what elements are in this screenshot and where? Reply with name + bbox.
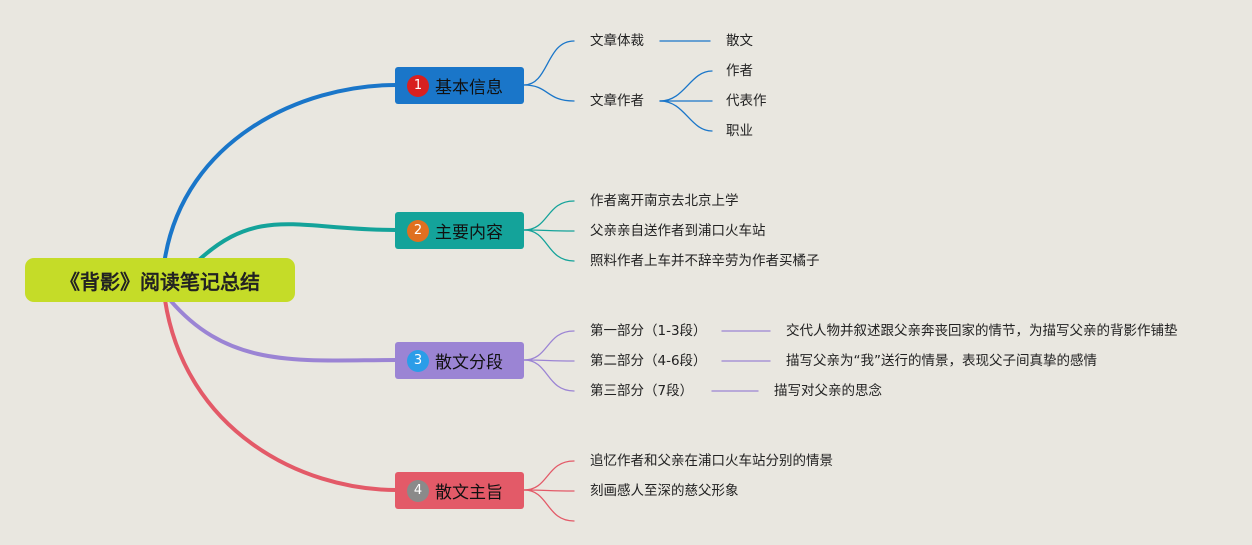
root-to-branch-1-line [163, 83, 398, 260]
branch-number-badge-icon: 1 [407, 74, 429, 97]
branch-1-author-detail-3[interactable]: 职业 [726, 123, 753, 139]
branch-2-item-3[interactable]: 照料作者上车并不辞辛劳为作者买橘子 [590, 253, 820, 269]
branch-3-item-2[interactable]: 第二部分（4-6段） [590, 353, 707, 369]
branch-3-detail-2[interactable]: 描写父亲为“我”送行的情景，表现父子间真挚的感情 [786, 353, 1097, 369]
branch-1-child-1-line [523, 40, 575, 86]
branch-2-child-3-line [523, 229, 575, 262]
branch-1-item-1[interactable]: 文章体裁 [590, 33, 644, 49]
branch-4-item-2[interactable]: 刻画感人至深的慈父形象 [590, 483, 739, 499]
branch-label: 散文分段 [435, 353, 503, 373]
branch-3-detail-3[interactable]: 描写对父亲的思念 [774, 383, 882, 399]
root-topic[interactable]: 《背影》阅读笔记总结 [25, 258, 295, 302]
branch-4-child-1-line [523, 460, 575, 491]
branch-1-author-detail-line-1 [659, 70, 713, 102]
branch-2-child-1-line [523, 200, 575, 231]
branch-1-author-detail-line-3 [659, 100, 713, 132]
branch-4[interactable]: 4 散文主旨 [395, 472, 524, 509]
branch-2[interactable]: 2 主要内容 [395, 212, 524, 249]
branch-3-child-1-line [523, 330, 575, 361]
branch-number-badge-icon: 4 [407, 479, 429, 502]
branch-2-item-1[interactable]: 作者离开南京去北京上学 [590, 193, 739, 209]
branch-1-child-2-line [523, 84, 575, 102]
branch-number-badge-icon: 2 [407, 219, 429, 242]
branch-3-detail-1[interactable]: 交代人物并叙述跟父亲奔丧回家的情节，为描写父亲的背影作铺垫 [786, 323, 1178, 339]
branch-1-author-detail-1[interactable]: 作者 [726, 63, 753, 79]
branch-2-item-2[interactable]: 父亲亲自送作者到浦口火车站 [590, 223, 766, 239]
branch-label: 基本信息 [435, 78, 503, 98]
branch-3-item-1[interactable]: 第一部分（1-3段） [590, 323, 707, 339]
branch-4-item-1[interactable]: 追忆作者和父亲在浦口火车站分别的情景 [590, 453, 833, 469]
branch-4-child-3-line [523, 489, 575, 522]
branch-3[interactable]: 3 散文分段 [395, 342, 524, 379]
root-to-branch-2-line [198, 222, 398, 261]
root-to-branch-4-line [163, 298, 398, 492]
branch-3-child-3-line [523, 359, 575, 392]
branch-1-detail-1[interactable]: 散文 [726, 33, 753, 49]
branch-number-badge-icon: 3 [407, 349, 429, 372]
branch-label: 主要内容 [435, 223, 503, 243]
branch-label: 散文主旨 [435, 483, 503, 503]
branch-3-item-3[interactable]: 第三部分（7段） [590, 383, 694, 399]
branch-1-author-detail-2[interactable]: 代表作 [726, 93, 767, 109]
branch-1[interactable]: 1 基本信息 [395, 67, 524, 104]
root-to-branch-3-line [168, 298, 398, 363]
branch-1-item-2[interactable]: 文章作者 [590, 93, 644, 109]
root-topic-label: 《背影》阅读笔记总结 [60, 269, 260, 294]
